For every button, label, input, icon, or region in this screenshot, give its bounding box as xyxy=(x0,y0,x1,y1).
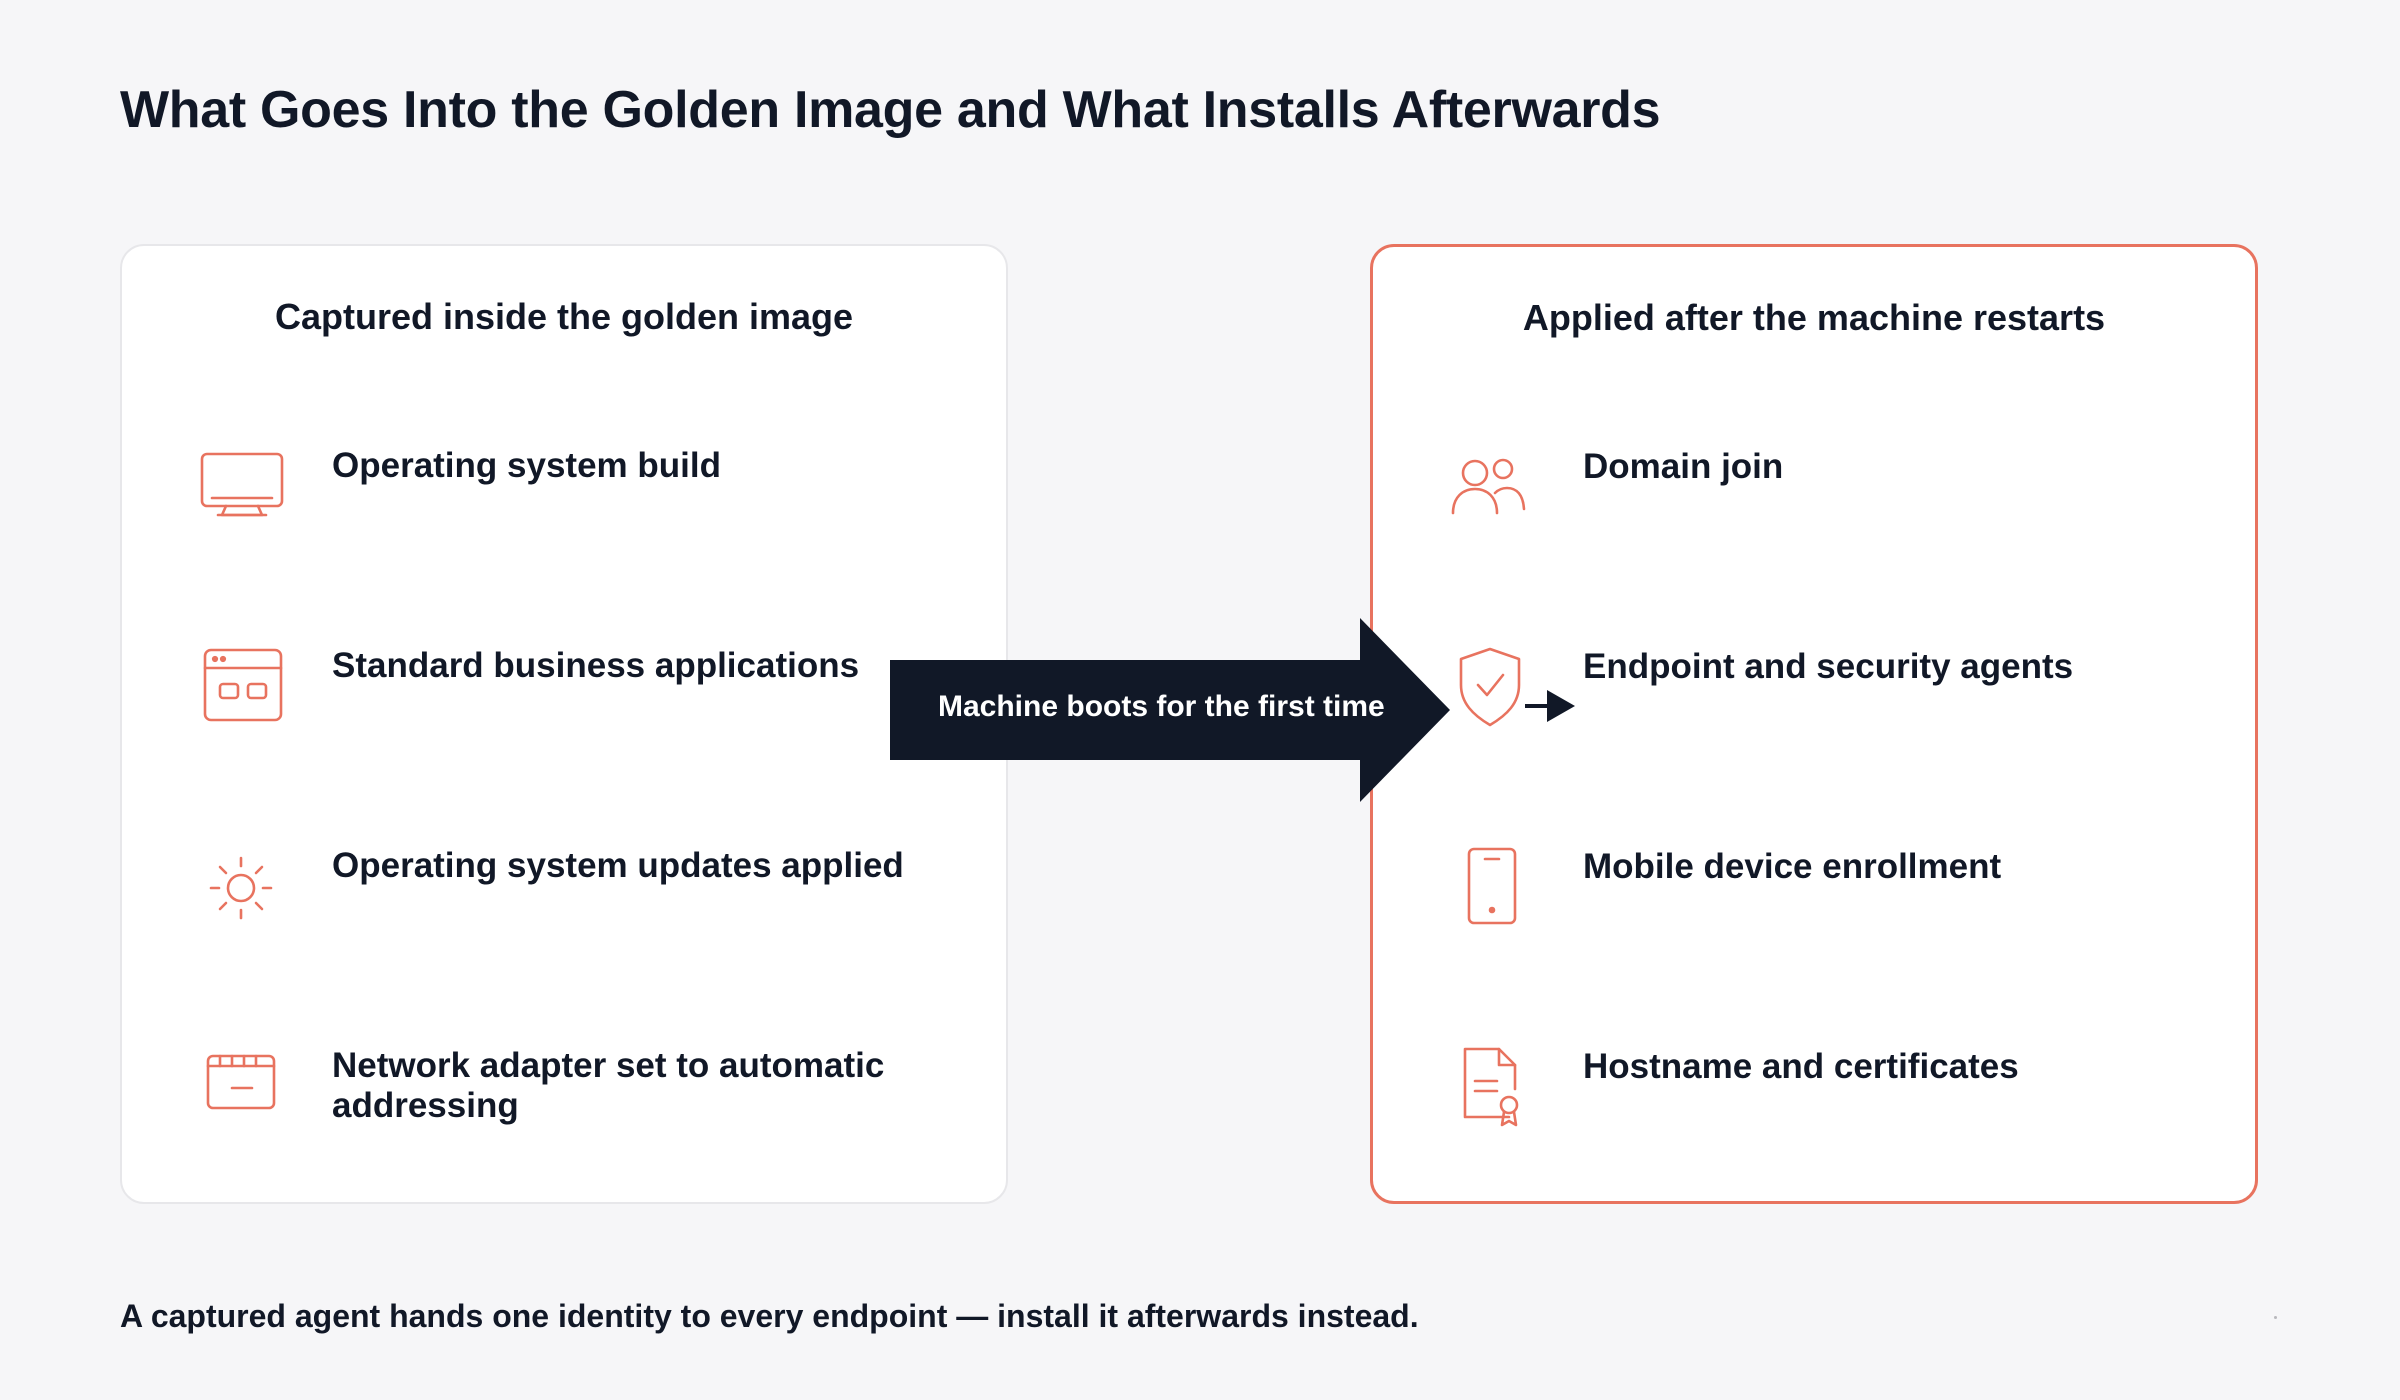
decorative-dot xyxy=(2274,1316,2277,1319)
list-item-security-agents: Endpoint and security agents xyxy=(1373,645,2255,765)
shield-check-icon xyxy=(1447,645,1537,735)
list-item-hostname-certs: Hostname and certificates xyxy=(1373,1045,2255,1165)
first-boot-label: Machine boots for the first time xyxy=(938,690,1385,723)
item-label: Operating system build xyxy=(332,446,721,485)
item-label: Endpoint and security agents xyxy=(1583,647,2074,686)
item-label: Network adapter set to automatic address… xyxy=(332,1046,885,1125)
small-arrow-icon xyxy=(1525,688,1577,724)
sun-icon xyxy=(196,844,286,934)
list-item-domain-join: Domain join xyxy=(1373,445,2255,565)
item-label: Hostname and certificates xyxy=(1583,1047,2019,1086)
golden-image-heading: Captured inside the golden image xyxy=(274,296,854,337)
first-boot-arrow-shape xyxy=(890,618,1450,802)
list-item-business-apps: Standard business applications xyxy=(122,644,1006,764)
item-label: Mobile device enrollment xyxy=(1583,847,2002,886)
list-item-os-build: Operating system build xyxy=(122,444,1006,564)
first-boot-arrow: Machine boots for the first time xyxy=(890,618,1450,802)
item-label: Operating system updates applied xyxy=(332,846,904,885)
network-adapter-icon xyxy=(196,1044,286,1134)
monitor-icon xyxy=(196,444,286,534)
list-item-os-updates: Operating system updates applied xyxy=(122,844,1006,964)
golden-image-panel: Captured inside the golden image Operati… xyxy=(120,244,1008,1204)
list-item-network-adapter: Network adapter set to automatic address… xyxy=(122,1044,1006,1164)
post-restart-panel: Applied after the machine restarts Domai… xyxy=(1370,244,2258,1204)
smartphone-icon xyxy=(1447,845,1537,935)
item-label: Domain join xyxy=(1583,447,1784,486)
item-label: Standard business applications xyxy=(332,646,860,685)
page-title: What Goes Into the Golden Image and What… xyxy=(120,81,1661,139)
post-restart-heading: Applied after the machine restarts xyxy=(1522,297,2106,338)
list-item-mdm-enrollment: Mobile device enrollment xyxy=(1373,845,2255,965)
footnote: A captured agent hands one identity to e… xyxy=(120,1298,1419,1334)
app-window-icon xyxy=(196,644,286,734)
users-icon xyxy=(1447,445,1537,535)
certificate-document-icon xyxy=(1447,1045,1537,1135)
